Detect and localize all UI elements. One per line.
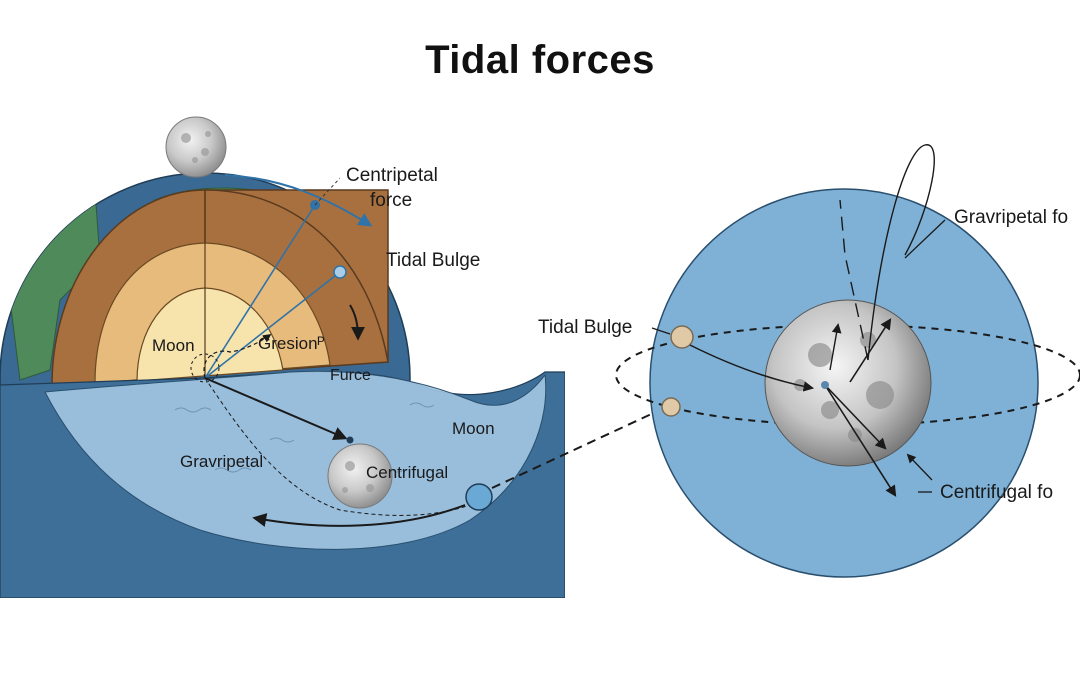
moon-water-craters bbox=[342, 461, 374, 493]
tidal-bulge-label-right: Tidal Bulge bbox=[538, 317, 632, 338]
tidal-bulge-dot-2 bbox=[661, 397, 681, 417]
gravripetal-force-label: Gravripetal fo bbox=[954, 207, 1068, 228]
orbit-arc bbox=[224, 174, 373, 227]
center-to-moon-arrow bbox=[204, 377, 348, 441]
tidal-water-light bbox=[44, 370, 547, 550]
tidal-bulge-arrow bbox=[689, 344, 815, 392]
return-arrow bbox=[252, 504, 466, 527]
left-earth-panel bbox=[0, 116, 565, 598]
centripetal-label-1: Centripetal bbox=[346, 165, 438, 186]
drop-marker bbox=[346, 436, 354, 444]
rotation-arrow bbox=[349, 304, 365, 341]
dashed-arc-core bbox=[203, 334, 272, 379]
centripetal-pointer bbox=[314, 177, 341, 206]
centripetal-label-2: force bbox=[370, 190, 412, 211]
gravity-dashed-line bbox=[839, 199, 869, 361]
tidal-bulge-dot-1 bbox=[670, 325, 694, 349]
inner-arrow-4 bbox=[829, 323, 842, 371]
moon-core-label: Moon bbox=[152, 336, 195, 355]
page-title: Tidal forces bbox=[425, 38, 655, 82]
tidal-bulge-pointer bbox=[651, 327, 671, 335]
moon-water-label: Moon bbox=[452, 419, 495, 438]
gravripetal-pointer bbox=[904, 219, 946, 259]
tidal-bulge-label-left: Tidal Bulge bbox=[386, 250, 480, 271]
gravripetal-label-left: Gravripetal bbox=[180, 452, 263, 471]
centrifugal-pointer bbox=[906, 453, 933, 481]
centrifugal-label-left: Centrifugal bbox=[366, 463, 448, 482]
small-blue-moon bbox=[465, 483, 493, 511]
inner-arrow-1 bbox=[824, 384, 887, 450]
furce-label: Furce bbox=[330, 367, 371, 384]
centripetal-line bbox=[204, 204, 316, 379]
centrifugal-force-label: Centrifugal fo bbox=[940, 482, 1053, 503]
inner-arrow-2 bbox=[824, 384, 897, 497]
core-center-dashed bbox=[190, 353, 220, 383]
small-moon-top bbox=[165, 116, 227, 178]
big-moon bbox=[764, 299, 932, 467]
gresion-label: Gresionᴾ bbox=[258, 334, 325, 353]
moon-craters bbox=[181, 131, 211, 163]
right-moon-panel bbox=[615, 144, 1080, 578]
bulge-dot bbox=[333, 265, 347, 279]
bulge-line bbox=[204, 271, 341, 379]
dashed-to-moon bbox=[204, 377, 471, 516]
moon-center-dot bbox=[821, 381, 829, 389]
inner-arrow-3 bbox=[849, 318, 892, 383]
gravity-loop bbox=[867, 144, 935, 361]
panel-connector-dashed bbox=[491, 343, 803, 489]
